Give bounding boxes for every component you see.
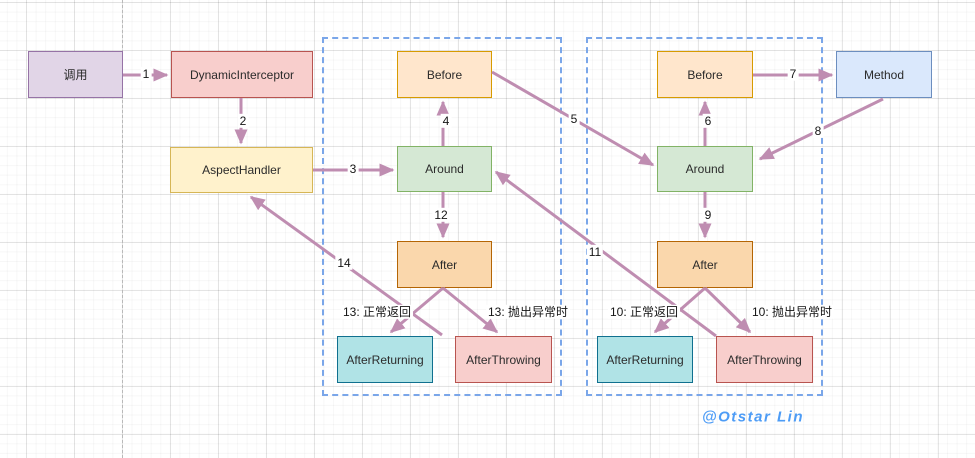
node-label: AfterReturning	[606, 352, 684, 367]
node-label: AfterThrowing	[466, 352, 541, 367]
node-call[interactable]: 调用	[28, 51, 123, 98]
edge-label-afterreturning-1-to-aspecthandler: 14	[335, 255, 353, 271]
node-before-2[interactable]: Before	[657, 51, 753, 98]
edge-label-around-1-to-after-1: 12	[432, 207, 450, 223]
node-label: 调用	[63, 68, 88, 82]
edge-label-before-1-to-around-2: 5	[568, 111, 580, 127]
node-around-2[interactable]: Around	[657, 146, 753, 192]
edge-label-around-1-to-before-1: 4	[440, 113, 452, 129]
node-after-returning-2[interactable]: AfterReturning	[597, 336, 693, 383]
edge-label-afterthrowing-2-to-around-1: 11	[586, 244, 604, 260]
edge-label-after-2-to-afterreturning-2: 10: 正常返回	[607, 304, 681, 320]
node-aspect-handler[interactable]: AspectHandler	[170, 147, 313, 193]
node-label: AspectHandler	[202, 163, 281, 177]
node-label: AfterReturning	[346, 352, 424, 367]
interceptor-group-2-frame[interactable]	[586, 37, 823, 396]
node-after-throwing-2[interactable]: AfterThrowing	[716, 336, 813, 383]
node-label: Around	[425, 162, 464, 176]
edge-label-around-2-to-before-2: 6	[702, 113, 714, 129]
node-after-throwing-1[interactable]: AfterThrowing	[455, 336, 552, 383]
edge-label-after-1-to-afterreturning-1: 13: 正常返回	[340, 304, 414, 320]
interceptor-group-1-frame[interactable]	[322, 37, 562, 396]
edge-label-after-1-to-afterthrowing-1: 13: 抛出异常时	[485, 304, 571, 320]
edge-after-1-to-afterreturning-1[interactable]	[389, 286, 444, 334]
edge-label-after-2-to-afterthrowing-2: 10: 抛出异常时	[749, 304, 835, 320]
node-label: Method	[863, 67, 905, 82]
node-label: Before	[687, 67, 723, 82]
edge-after-2-to-afterthrowing-2[interactable]	[703, 286, 752, 334]
edge-label-dynamicinterceptor-to-aspecthandler: 2	[237, 113, 249, 129]
node-around-1[interactable]: Around	[397, 146, 492, 192]
node-label: Before	[426, 67, 463, 82]
page-divider-line	[122, 0, 123, 458]
node-after-2[interactable]: After	[657, 241, 753, 288]
node-before-1[interactable]: Before	[397, 51, 492, 98]
node-method[interactable]: Method	[836, 51, 932, 98]
node-label: DynamicInterceptor	[189, 67, 295, 82]
node-dynamic-interceptor[interactable]: DynamicInterceptor	[171, 51, 313, 98]
node-after-1[interactable]: After	[397, 241, 492, 288]
node-label: AfterThrowing	[727, 352, 802, 367]
edge-label-before-2-to-method: 7	[787, 66, 799, 82]
edge-label-method-to-around-2: 8	[812, 123, 824, 139]
node-after-returning-1[interactable]: AfterReturning	[337, 336, 433, 383]
edge-label-around-2-to-after-2: 9	[702, 207, 714, 223]
node-label: After	[431, 257, 458, 272]
watermark-signature: @Otstar Lin	[702, 408, 804, 426]
node-label: Around	[685, 162, 725, 176]
edge-after-1-to-afterthrowing-1[interactable]	[442, 286, 499, 334]
edge-label-aspecthandler-to-around-1: 3	[347, 161, 359, 177]
node-label: After	[692, 257, 718, 272]
edge-label-call-to-dynamicinterceptor: 1	[140, 66, 152, 82]
